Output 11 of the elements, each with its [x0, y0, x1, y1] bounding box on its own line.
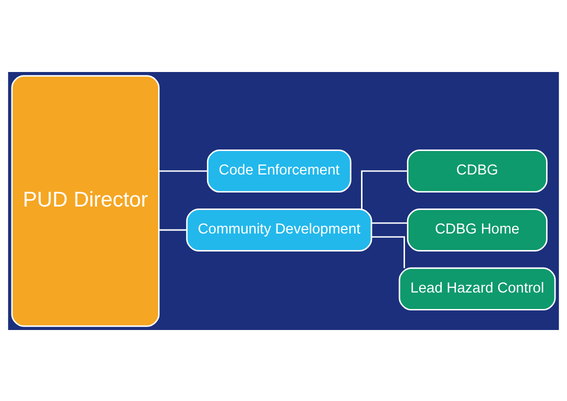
node-box: Code Enforcement [206, 149, 352, 192]
connector [372, 222, 408, 224]
node-box: Lead Hazard Control [398, 266, 556, 310]
connector [372, 236, 406, 268]
connector [158, 228, 187, 230]
node-box: CDBG Home [406, 208, 548, 251]
node-box: PUD Director [11, 74, 160, 326]
node-box: Community Development [186, 208, 372, 251]
connector [361, 170, 408, 209]
node-box: CDBG [406, 149, 548, 192]
connector [158, 170, 208, 172]
